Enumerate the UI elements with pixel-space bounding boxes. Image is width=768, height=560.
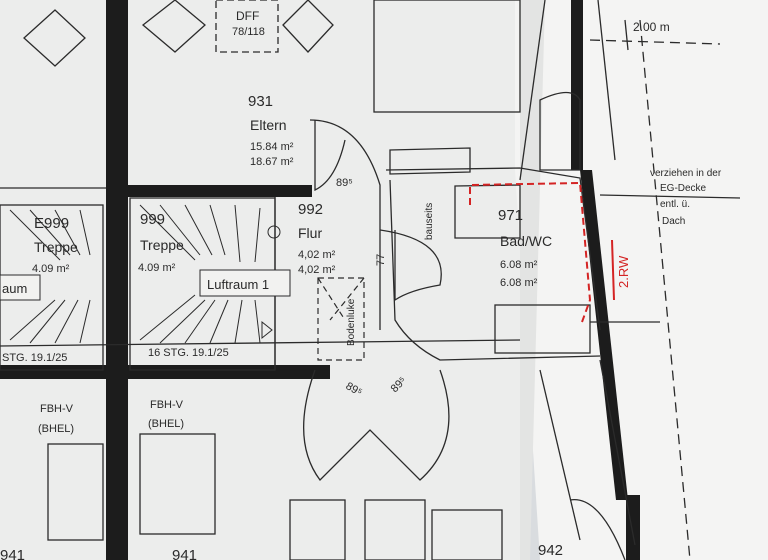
dff-title: DFF bbox=[236, 9, 259, 23]
eltern-name: Eltern bbox=[250, 117, 287, 133]
bodenluke-hatch bbox=[317, 277, 365, 361]
rw-label: 2.RW bbox=[616, 255, 631, 288]
fbh-right-1: FBH-V bbox=[150, 399, 184, 411]
room-number-bottom-mid: 941 bbox=[172, 547, 197, 560]
fbh-left-2: (BHEL) bbox=[38, 423, 74, 435]
note-line-2: EG-Decke bbox=[660, 183, 707, 194]
flur-area1: 4,02 m² bbox=[298, 249, 336, 261]
fbh-left-1: FBH-V bbox=[40, 403, 74, 415]
bodenluke-label: Bodenluke bbox=[346, 298, 357, 346]
red-marking bbox=[469, 181, 615, 323]
dim-77: 77 bbox=[375, 254, 387, 266]
note-line-1: verziehen in der bbox=[650, 168, 722, 179]
treppe-left-stg: STG. 19.1/25 bbox=[2, 352, 67, 364]
dim-2m: 2.00 m bbox=[633, 20, 670, 34]
dim-895-top: 89⁵ bbox=[336, 177, 353, 189]
treppe-stg: 16 STG. 19.1/25 bbox=[148, 347, 229, 359]
luftraum-label: Luftraum 1 bbox=[207, 277, 269, 292]
paper-fold bbox=[520, 0, 545, 560]
luftraum-left-label: aum bbox=[2, 281, 27, 296]
treppe-e-area: 4.09 m² bbox=[32, 263, 70, 275]
plan-lines bbox=[0, 0, 741, 560]
bad-area2: 6.08 m² bbox=[500, 277, 538, 289]
bad-name: Bad/WC bbox=[500, 233, 552, 249]
flur-name: Flur bbox=[298, 225, 322, 241]
note-line-3: entl. ü. bbox=[660, 199, 690, 210]
bauseits-label: bauseits bbox=[424, 203, 435, 240]
treppe-area: 4.09 m² bbox=[138, 262, 176, 274]
note-line-4: Dach bbox=[662, 216, 685, 227]
treppe-name: Treppe bbox=[140, 237, 184, 253]
flur-area2: 4,02 m² bbox=[298, 264, 336, 276]
bad-number: 971 bbox=[498, 207, 523, 224]
dff-sub: 78/118 bbox=[232, 26, 265, 38]
bad-area1: 6.08 m² bbox=[500, 259, 538, 271]
walls bbox=[0, 0, 640, 560]
eltern-area1: 15.84 m² bbox=[250, 141, 294, 153]
fbh-right-2: (BHEL) bbox=[148, 418, 184, 430]
door-arcs bbox=[302, 91, 626, 560]
flur-number: 992 bbox=[298, 201, 323, 218]
room-number-bottom-right: 942 bbox=[538, 542, 563, 559]
dff-window bbox=[23, 0, 334, 67]
room-number-bottom-left: 941 bbox=[0, 547, 25, 560]
eltern-number: 931 bbox=[248, 93, 273, 110]
stair-treads bbox=[0, 204, 291, 344]
treppe-e-name: Treppe bbox=[34, 239, 78, 255]
treppe-number: 999 bbox=[140, 211, 165, 228]
paper-sheet-right bbox=[515, 0, 768, 560]
treppe-e-number: E999 bbox=[34, 215, 69, 232]
eltern-area2: 18.67 m² bbox=[250, 156, 294, 168]
